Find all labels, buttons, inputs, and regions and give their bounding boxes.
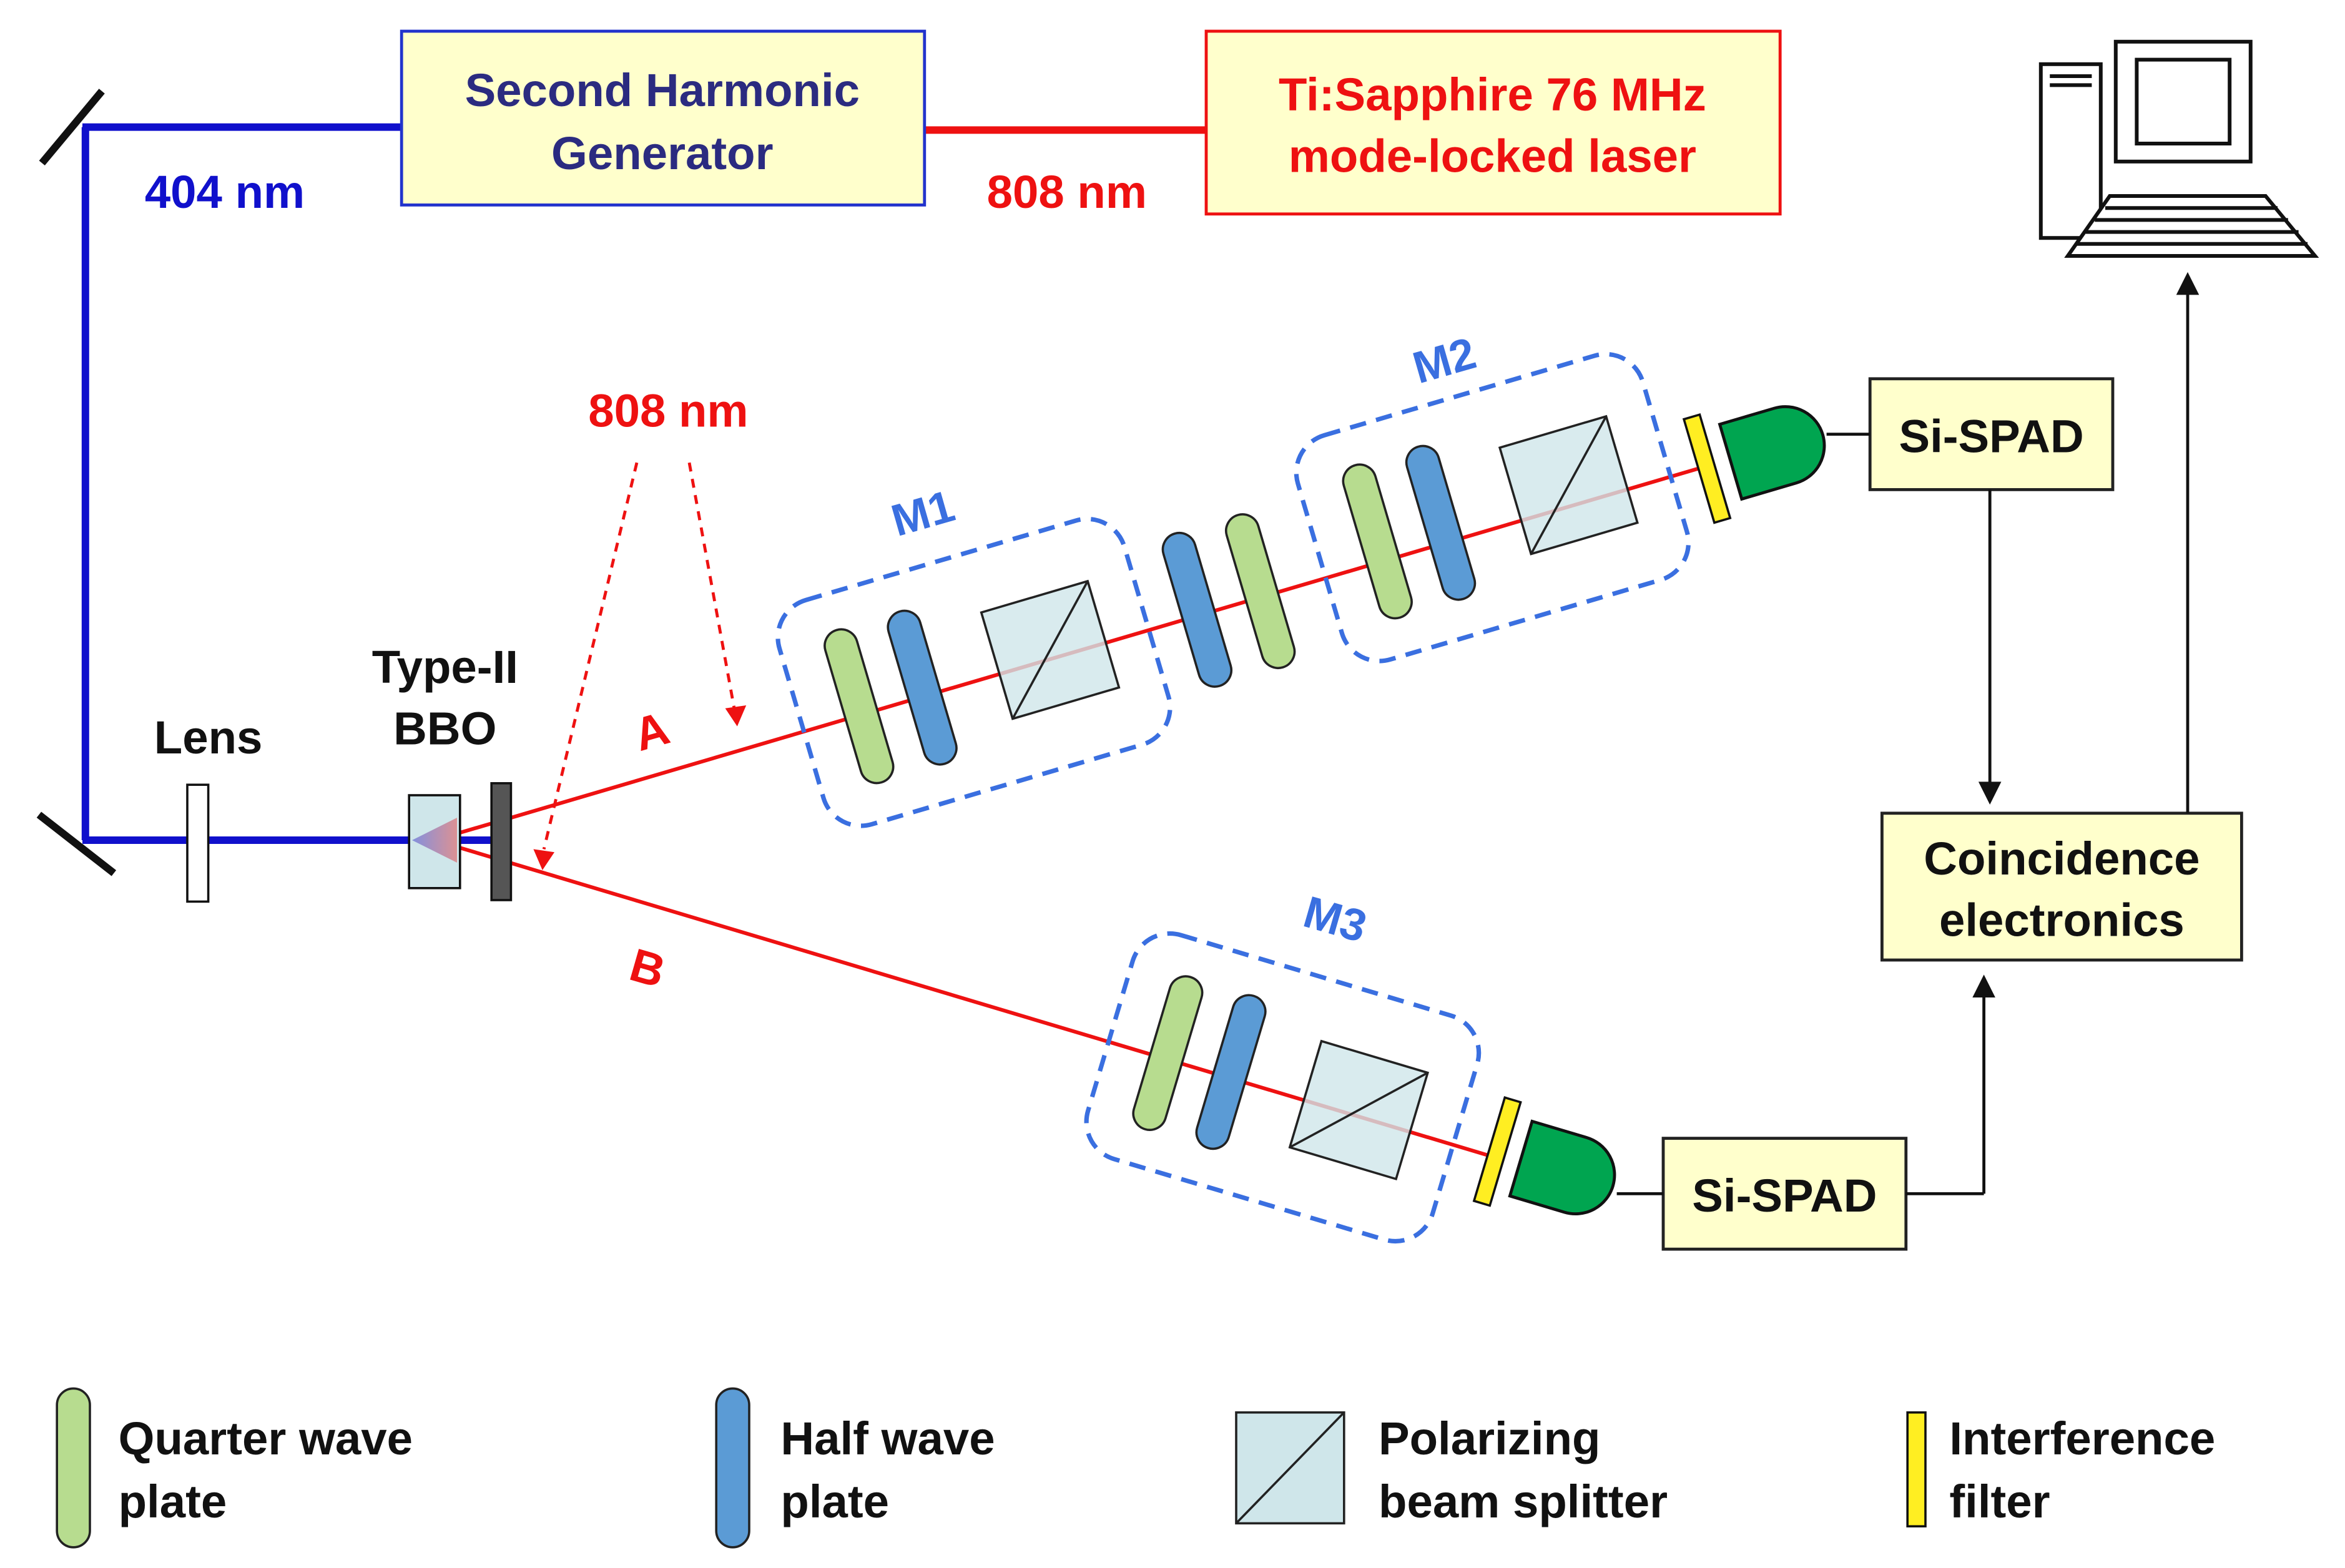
down-conversion-wavelength-label: 808 nm xyxy=(588,385,748,437)
legend: Quarter wave plate Half wave plate Polar… xyxy=(56,1387,2215,1549)
half-wave-plate xyxy=(1161,532,1233,688)
detector-b-assembly xyxy=(1472,1096,1616,1216)
laser-label-line2: mode-locked laser xyxy=(1289,130,1696,182)
quarter-wave-plate xyxy=(1342,463,1413,620)
legend-polarizing-beam-splitter: Polarizing beam splitter xyxy=(1235,1411,1668,1527)
module-m2-label: M2 xyxy=(1407,328,1481,393)
intermediate-waveplates xyxy=(1161,513,1296,688)
module-m3-label: M3 xyxy=(1298,887,1372,952)
legend-quarter-wave-plate: Quarter wave plate xyxy=(56,1387,413,1549)
half-wave-plate xyxy=(1195,994,1267,1150)
interference-filter xyxy=(1682,413,1732,524)
lens xyxy=(186,783,210,903)
shg-label-line2: Generator xyxy=(551,127,774,179)
quarter-wave-plate xyxy=(1224,513,1296,669)
half-wave-plate xyxy=(887,609,958,766)
half-wave-plate xyxy=(715,1387,750,1549)
spad-b-label: Si-SPAD xyxy=(1692,1170,1877,1222)
type-ii-bbo-crystal xyxy=(408,782,513,901)
coincidence-label-line1: Coincidence xyxy=(1924,833,2200,884)
bbo-label-line2: BBO xyxy=(393,702,496,754)
legend-pbs-line2: beam splitter xyxy=(1379,1476,1668,1527)
legend-qwp-line1: Quarter wave xyxy=(119,1413,413,1464)
arrowhead xyxy=(725,705,747,727)
laser-label-line1: Ti:Sapphire 76 MHz xyxy=(1279,69,1706,120)
second-harmonic-generator-box: Second Harmonic Generator xyxy=(400,29,927,207)
legend-pbs-line1: Polarizing xyxy=(1379,1413,1600,1464)
si-spad-b-box: Si-SPAD xyxy=(1661,1137,1908,1251)
legend-qwp-line2: plate xyxy=(119,1476,227,1527)
lens-label: Lens xyxy=(154,712,263,763)
detector-a-assembly xyxy=(1682,405,1826,524)
coincidence-electronics-box: Coincidence electronics xyxy=(1880,811,2243,962)
quarter-wave-plate xyxy=(823,628,895,785)
spad-a-label: Si-SPAD xyxy=(1899,410,2083,462)
mirror-top xyxy=(39,89,105,166)
bbo-label-line1: Type-II xyxy=(372,641,518,693)
legend-half-wave-plate: Half wave plate xyxy=(715,1387,995,1549)
legend-filter-line1: Interference xyxy=(1949,1413,2215,1464)
legend-interference-filter: Interference filter xyxy=(1906,1411,2215,1527)
quarter-wave-plate xyxy=(1132,975,1204,1131)
arm-a-label: A xyxy=(628,702,675,761)
laser-wavelength-label: 808 nm xyxy=(987,166,1147,218)
legend-filter-line2: filter xyxy=(1949,1476,2050,1527)
module-m1-label: M1 xyxy=(886,481,960,546)
arm-b-label: B xyxy=(624,939,671,998)
down-conversion-arrows xyxy=(542,462,736,850)
signal-connections xyxy=(1616,272,2200,1195)
module-m3 xyxy=(1084,931,1482,1244)
module-m2 xyxy=(1294,351,1691,664)
quarter-wave-plate xyxy=(56,1387,91,1549)
legend-hwp-line2: plate xyxy=(780,1476,889,1527)
ti-sapphire-laser-box: Ti:Sapphire 76 MHz mode-locked laser xyxy=(1204,29,1782,216)
shg-label-line1: Second Harmonic xyxy=(465,64,860,116)
interference-filter xyxy=(1472,1096,1522,1207)
desktop-computer-icon xyxy=(2038,39,2319,258)
coincidence-label-line2: electronics xyxy=(1939,894,2185,946)
si-spad-a-box: Si-SPAD xyxy=(1868,377,2115,491)
arrowhead xyxy=(533,849,554,870)
photodetector-icon xyxy=(1718,405,1826,501)
legend-hwp-line1: Half wave xyxy=(780,1413,995,1464)
interference-filter xyxy=(1906,1411,1927,1527)
photodetector-icon xyxy=(1508,1119,1616,1216)
module-m1 xyxy=(775,516,1172,828)
mirror-bottom xyxy=(36,811,117,876)
pump-wavelength-label: 404 nm xyxy=(145,166,305,218)
half-wave-plate xyxy=(1405,444,1477,601)
